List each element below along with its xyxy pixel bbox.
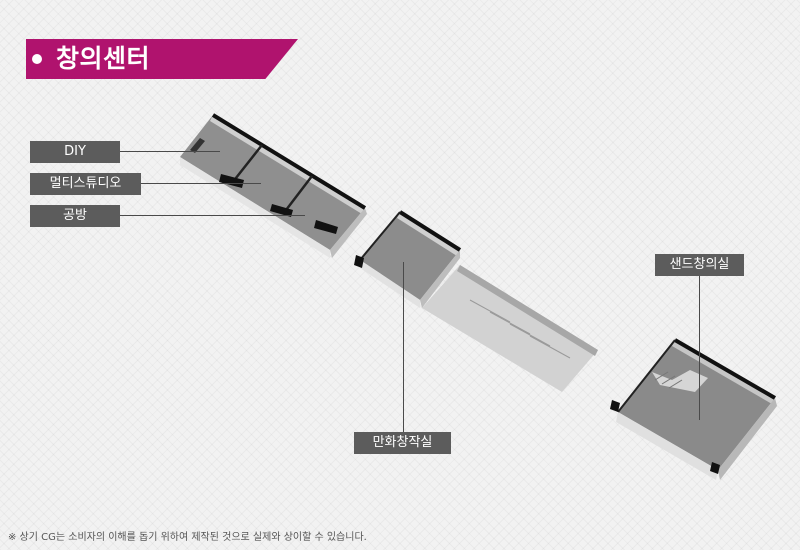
label-multi-studio: 멀티스튜디오: [30, 173, 141, 195]
leader-line-workshop: [120, 215, 305, 216]
label-comic-creative: 만화창작실: [354, 432, 451, 454]
label-diy: DIY: [30, 141, 120, 163]
room-block-comic: [354, 210, 598, 392]
page-title: 창의센터: [56, 44, 151, 73]
room-block-diy-studio-workshop: [180, 113, 367, 258]
leader-line-multi-studio: [141, 183, 261, 184]
leader-line-comic-creative: [403, 262, 404, 433]
title-banner: [26, 39, 298, 79]
room-block-sand: [610, 338, 777, 480]
label-workshop: 공방: [30, 205, 120, 227]
label-sand-creative: 샌드창의실: [655, 254, 744, 276]
bullet-icon: [32, 54, 42, 64]
disclaimer-footnote: ※ 상기 CG는 소비자의 이해를 돕기 위하여 제작된 것으로 실제와 상이할…: [8, 532, 367, 543]
leader-line-diy: [120, 151, 220, 152]
leader-line-sand-creative: [699, 275, 700, 420]
